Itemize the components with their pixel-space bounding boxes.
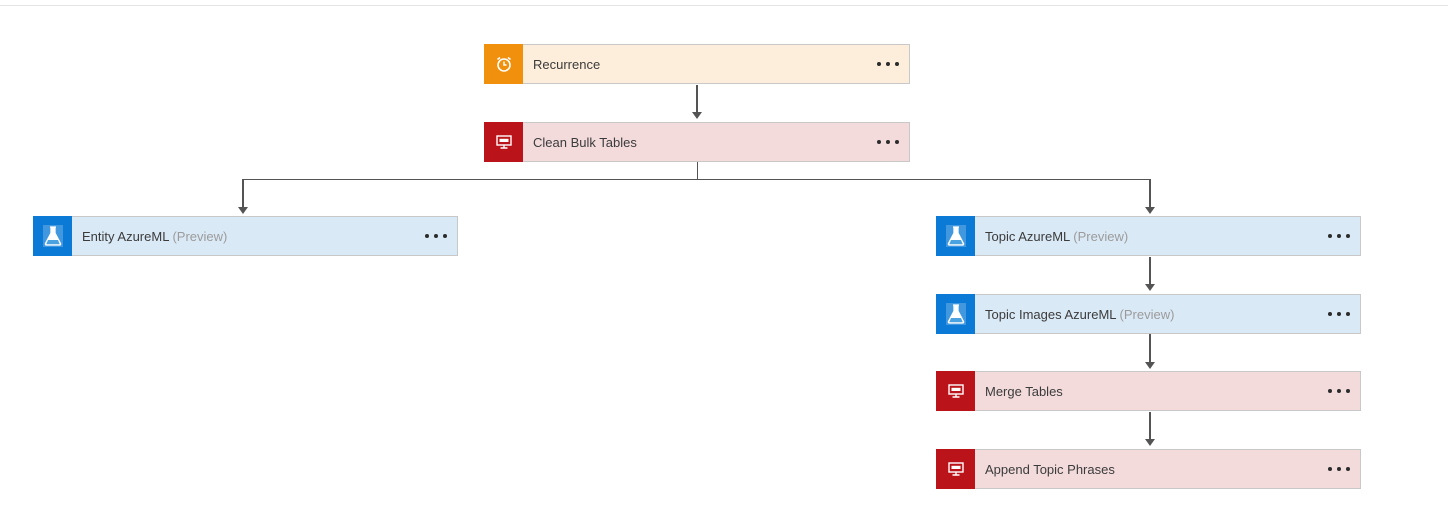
sql-icon [936, 370, 975, 411]
flask-icon [936, 215, 975, 256]
arrowhead-append [1145, 439, 1155, 446]
step-title: Topic AzureML(Preview) [985, 229, 1128, 244]
step-title-text: Topic Images AzureML [985, 306, 1117, 322]
step-title: Clean Bulk Tables [533, 134, 637, 150]
step-topic-azureml[interactable]: Topic AzureML(Preview) [936, 215, 1361, 256]
more-options-button[interactable] [877, 132, 899, 152]
step-title: Entity AzureML(Preview) [82, 229, 227, 244]
step-append-topic-phrases[interactable]: Append Topic Phrases [936, 448, 1361, 489]
arrowhead-merge [1145, 362, 1155, 369]
step-title: Append Topic Phrases [985, 461, 1115, 477]
alarm-clock-icon [484, 43, 523, 84]
step-title: Recurrence [533, 56, 601, 72]
step-entity-azureml[interactable]: Entity AzureML(Preview) [33, 215, 458, 256]
more-options-button[interactable] [1328, 304, 1350, 324]
preview-tag: (Preview) [172, 228, 228, 244]
step-topic-images-azureml[interactable]: Topic Images AzureML(Preview) [936, 293, 1361, 334]
step-merge-tables[interactable]: Merge Tables [936, 370, 1361, 411]
connector-branch-right [1149, 179, 1151, 207]
step-recurrence[interactable]: Recurrence [484, 43, 910, 84]
preview-tag: (Preview) [1119, 306, 1175, 322]
step-clean-bulk-tables[interactable]: Clean Bulk Tables [484, 121, 910, 162]
connector-branch-horizontal [242, 179, 1151, 180]
connector-merge-to-append [1149, 412, 1151, 439]
more-options-button[interactable] [1328, 459, 1350, 479]
arrowhead-topic [1145, 207, 1155, 214]
step-title-text: Topic AzureML [985, 228, 1071, 244]
top-divider [0, 5, 1448, 6]
connector-clean-branch-stem [697, 162, 698, 179]
flask-icon [936, 293, 975, 334]
sql-icon [936, 448, 975, 489]
more-options-button[interactable] [1328, 381, 1350, 401]
preview-tag: (Preview) [1073, 228, 1129, 244]
arrowhead-topic-images [1145, 284, 1155, 291]
sql-icon [484, 121, 523, 162]
step-title-text: Entity AzureML [82, 228, 170, 244]
arrowhead-clean [692, 112, 702, 119]
connector-branch-left [242, 179, 244, 207]
connector-images-to-merge [1149, 334, 1151, 362]
step-title: Topic Images AzureML(Preview) [985, 307, 1174, 322]
connector-topic-to-images [1149, 257, 1151, 284]
arrowhead-entity [238, 207, 248, 214]
step-title: Merge Tables [985, 383, 1063, 399]
more-options-button[interactable] [877, 54, 899, 74]
more-options-button[interactable] [425, 226, 447, 246]
connector-recurrence-to-clean [696, 85, 698, 112]
more-options-button[interactable] [1328, 226, 1350, 246]
flask-icon [33, 215, 72, 256]
